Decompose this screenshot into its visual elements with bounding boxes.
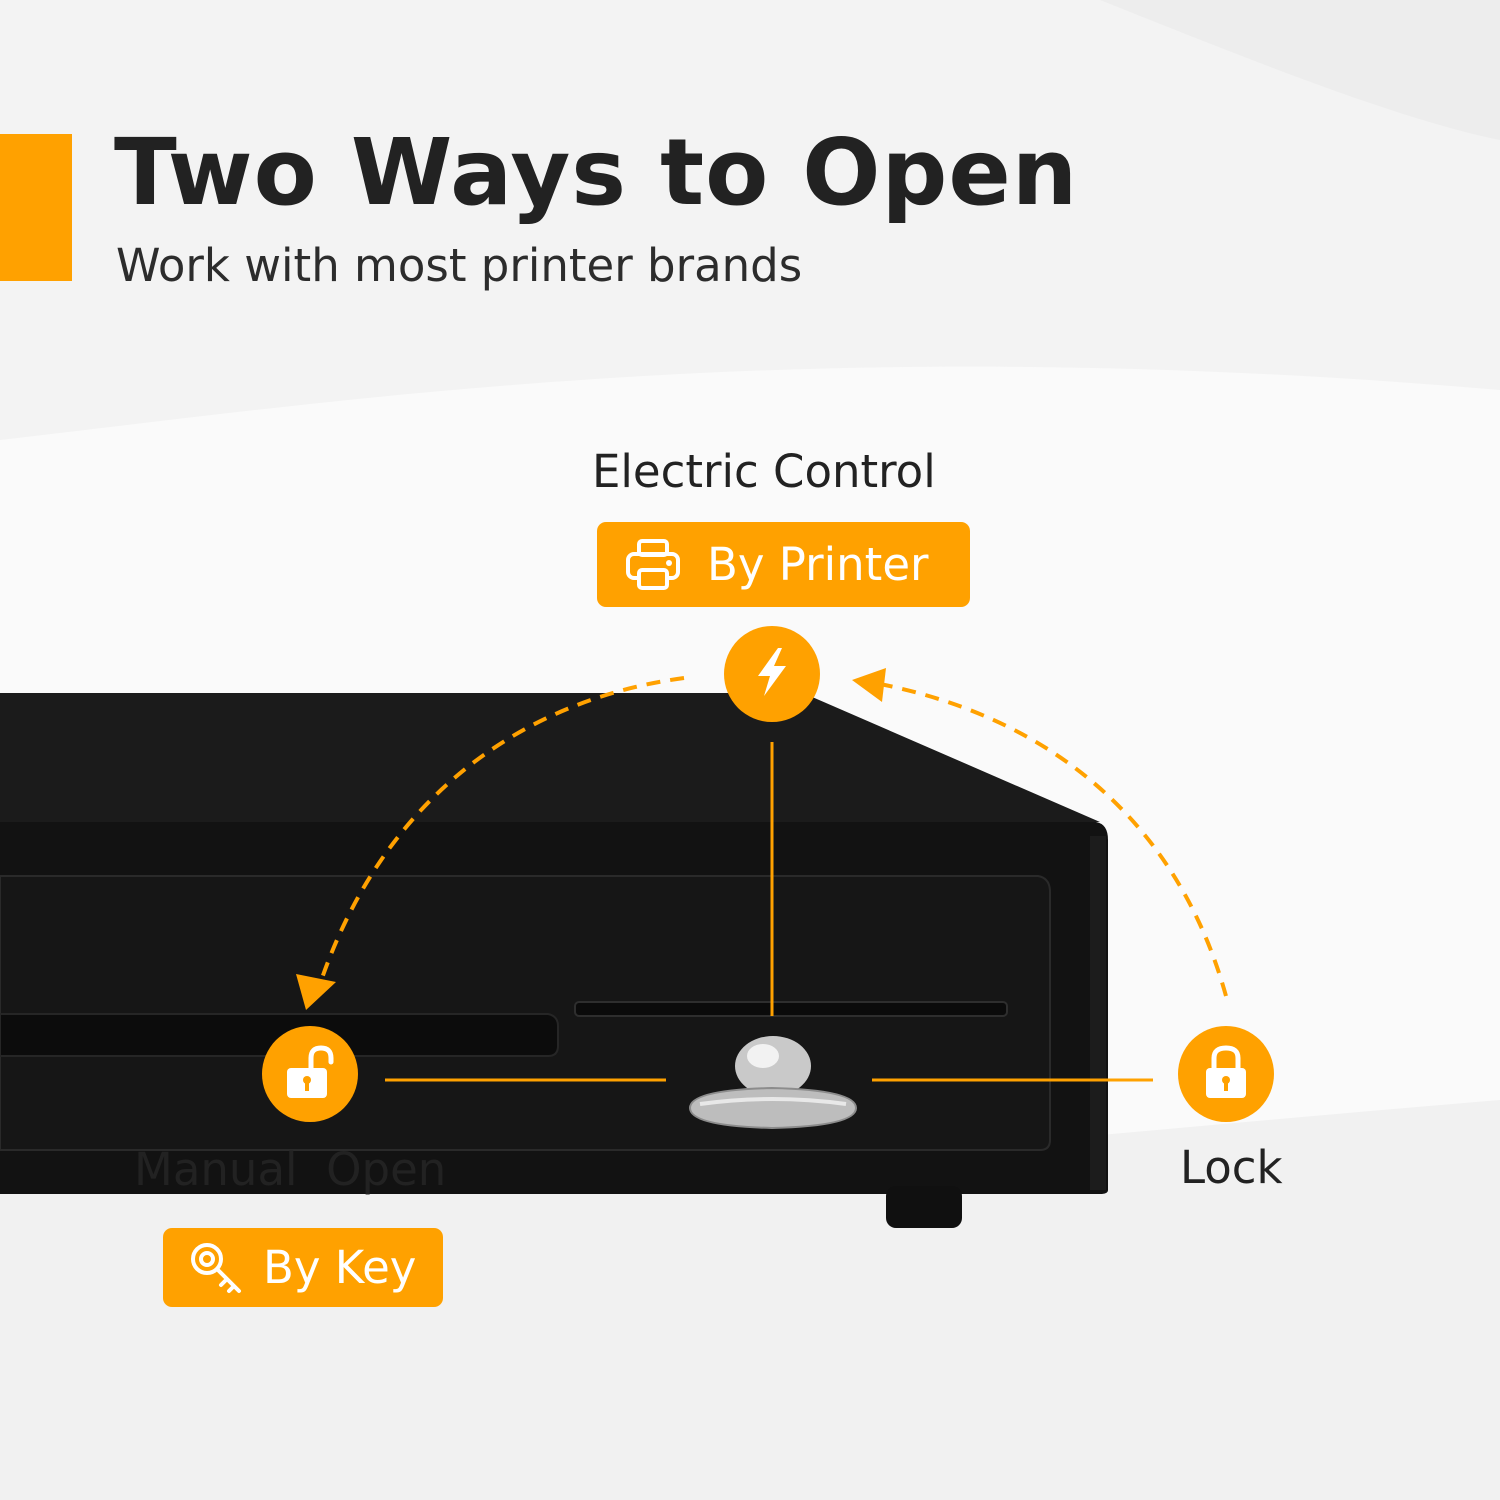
page-subtitle: Work with most printer brands [116, 239, 803, 292]
unlock-icon [285, 1044, 335, 1104]
lock-heading: Lock [1180, 1141, 1283, 1194]
lock-icon [1204, 1044, 1248, 1104]
unlock-node [262, 1026, 358, 1122]
page-title: Two Ways to Open [114, 119, 1079, 226]
by-key-label: By Key [263, 1240, 417, 1294]
lock-node [1178, 1026, 1274, 1122]
key-icon [189, 1241, 243, 1295]
electric-control-heading: Electric Control [592, 445, 936, 498]
printer-icon [625, 538, 681, 592]
lightning-icon [752, 646, 792, 702]
by-printer-badge: By Printer [597, 522, 970, 607]
manual-open-heading: Manual Open [134, 1143, 447, 1196]
lightning-node [724, 626, 820, 722]
accent-bar [0, 134, 72, 281]
by-printer-label: By Printer [707, 537, 929, 591]
by-key-badge: By Key [163, 1228, 443, 1307]
